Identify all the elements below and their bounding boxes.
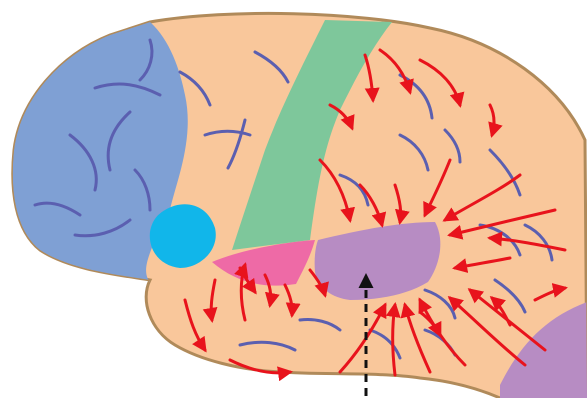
- diagram-stage: [0, 0, 587, 398]
- brain-diagram: [0, 0, 587, 398]
